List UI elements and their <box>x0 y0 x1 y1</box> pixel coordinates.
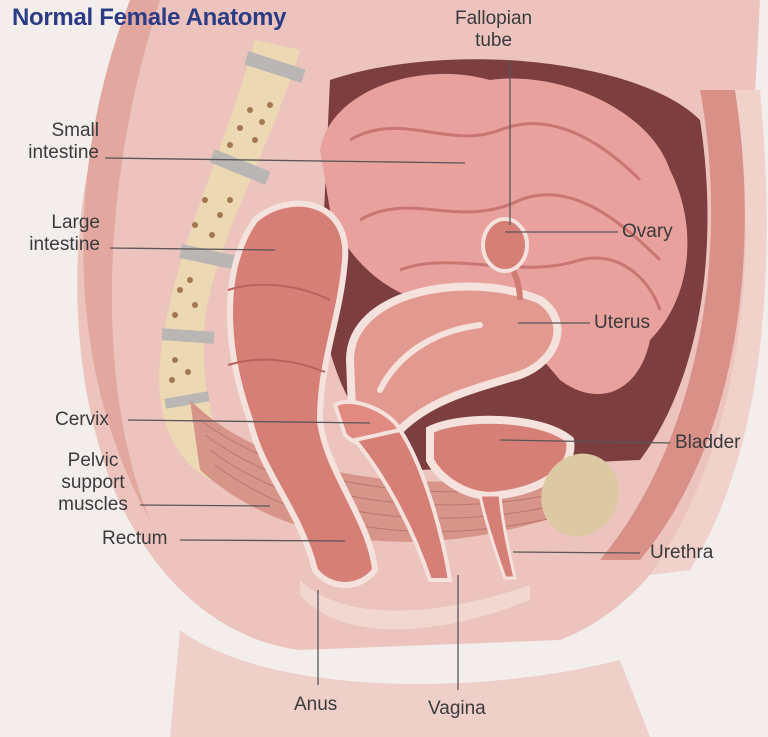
leader-small-intestine <box>104 157 466 164</box>
label-bladder: Bladder <box>675 432 741 453</box>
large-intestine <box>227 200 379 588</box>
label-pelvic-support-muscles: Pelvic support muscles <box>50 450 136 516</box>
label-large-intestine-line-1: Large <box>51 212 100 233</box>
diagram-title: Normal Female Anatomy <box>12 4 287 31</box>
back-skin <box>83 0 160 520</box>
perineum <box>300 580 530 630</box>
leader-large-intestine <box>109 247 276 251</box>
leader-cervix <box>127 419 371 424</box>
urethra-shape <box>478 493 517 580</box>
leader-lines <box>104 60 671 690</box>
leader-pelvic-muscles <box>139 504 271 507</box>
label-anus: Anus <box>294 694 338 715</box>
ovary-shape <box>481 217 529 273</box>
small-intestine-fold-1 <box>349 122 642 182</box>
label-large-intestine-line-2: intestine <box>29 234 100 255</box>
vagina-shape <box>351 427 453 582</box>
label-pelvic-line-3: muscles <box>58 494 128 515</box>
pubic-bone <box>541 453 619 537</box>
small-intestine-fold-3 <box>399 256 662 311</box>
vertebral-discs <box>161 51 306 409</box>
leader-bladder <box>499 439 671 444</box>
label-pelvic-line-2: support <box>61 472 125 493</box>
muscle-striations <box>199 419 586 533</box>
bone-texture <box>169 102 273 383</box>
thigh <box>170 630 650 737</box>
label-ovary: Ovary <box>622 221 673 242</box>
label-vagina: Vagina <box>428 698 486 719</box>
label-cervix: Cervix <box>55 409 109 430</box>
small-intestine-fold-2 <box>359 193 662 262</box>
spine-column <box>159 40 300 480</box>
label-large-intestine: Large intestine <box>10 212 100 256</box>
label-fallopian-tube: Fallopian tube <box>455 8 532 52</box>
uterine-cavity <box>377 322 483 393</box>
label-rectum: Rectum <box>102 528 168 549</box>
large-intestine-haustra-2 <box>227 358 326 373</box>
label-small-intestine-line-2: intestine <box>28 142 99 163</box>
label-pelvic-line-1: Pelvic <box>67 450 119 471</box>
leader-rectum <box>179 539 346 542</box>
large-intestine-haustra-1 <box>227 283 331 301</box>
label-small-intestine-line-1: Small <box>51 120 99 141</box>
label-small-intestine: Small intestine <box>14 120 99 164</box>
label-urethra: Urethra <box>650 542 714 563</box>
label-fallopian-tube-line-1: Fallopian <box>455 8 533 29</box>
leader-urethra <box>512 551 641 554</box>
label-fallopian-tube-line-2: tube <box>475 30 513 51</box>
front-wall <box>600 90 745 560</box>
label-uterus: Uterus <box>594 312 650 333</box>
front-wall-skin <box>650 90 767 575</box>
